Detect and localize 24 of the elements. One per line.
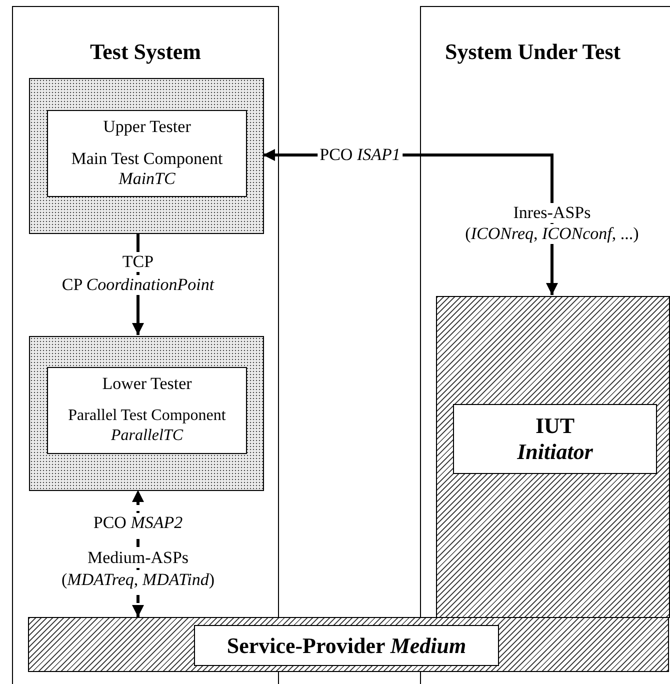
component-box — [47, 110, 247, 197]
box-text: IUT — [535, 413, 575, 439]
box-text: Service-Provider Medium — [226, 632, 466, 660]
panel-title: System Under Test — [445, 38, 621, 66]
iut-frame — [436, 296, 670, 618]
tester-frame — [29, 78, 264, 234]
medium-bar — [28, 617, 669, 672]
signal-label: (MDATreq, MDATind) — [59, 570, 217, 590]
edge-label: PCO MSAP2 — [91, 513, 185, 533]
tester-frame — [29, 336, 264, 491]
edge-label: TCP — [120, 252, 156, 272]
component-box — [194, 625, 499, 666]
component-box — [453, 404, 657, 474]
signal-label: Medium-ASPs — [85, 548, 191, 568]
signal-label: Inres-ASPs — [511, 203, 593, 223]
box-text: Parallel Test Component ParallelTC — [67, 406, 227, 446]
box-text: Upper Tester — [103, 117, 191, 137]
component-box — [47, 367, 247, 454]
box-text: Lower Tester — [102, 374, 192, 394]
box-text: Main Test Component MainTC — [70, 149, 224, 189]
panel-title: Test System — [90, 38, 202, 66]
signal-label: CP CoordinationPoint — [60, 275, 216, 295]
signal-label: (ICONreq, ICONconf, ...) — [463, 224, 641, 244]
box-text: Initiator — [517, 439, 593, 465]
